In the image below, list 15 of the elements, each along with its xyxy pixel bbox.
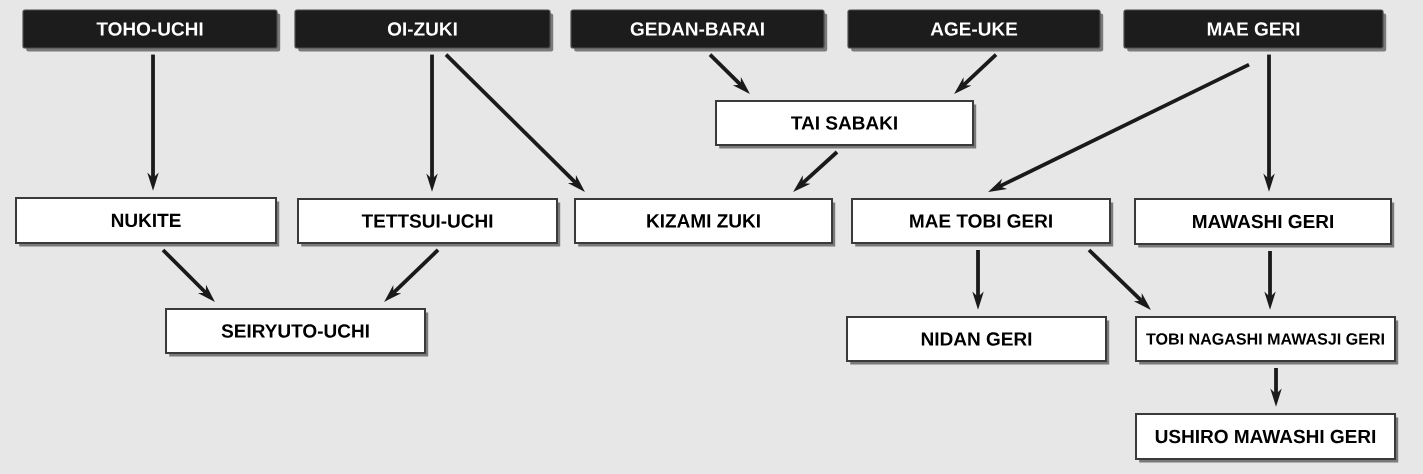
process-box: TOBI NAGASHI MAWASJI GERI — [1135, 316, 1399, 365]
process-box: NUKITE — [15, 197, 280, 247]
process-box: USHIRO MAWASHI GERI — [1135, 413, 1399, 463]
process-box: SEIRYUTO-UCHI — [165, 308, 429, 357]
process-box: MAE TOBI GERI — [851, 198, 1114, 247]
header-box: TOHO-UCHI — [22, 9, 281, 52]
header-box: GEDAN-BARAI — [570, 9, 828, 52]
process-box: TAI SABAKI — [715, 100, 977, 149]
header-box: OI-ZUKI — [294, 9, 554, 52]
header-box: AGE-UKE — [847, 9, 1104, 52]
process-box: KIZAMI ZUKI — [574, 198, 836, 247]
process-box: NIDAN GERI — [846, 316, 1110, 365]
process-box: TETTSUI-UCHI — [297, 198, 561, 247]
process-box: MAWASHI GERI — [1134, 198, 1395, 248]
header-box: MAE GERI — [1123, 9, 1387, 52]
